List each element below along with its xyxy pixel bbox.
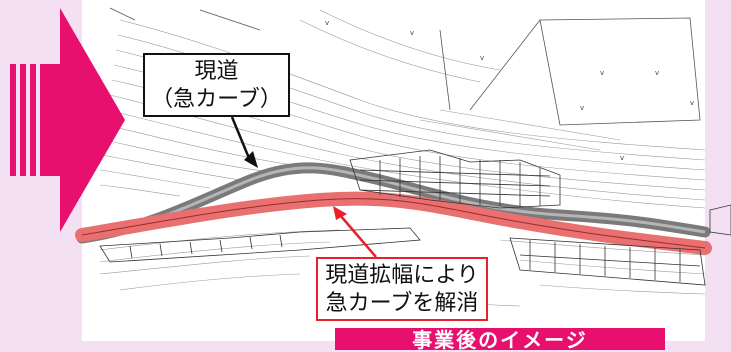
widening-label-line1: 現道拡幅により — [325, 263, 479, 288]
svg-text:v: v — [580, 104, 584, 112]
callout-pointers — [230, 116, 377, 258]
existing-road-callout: 現道 （急カーブ） — [143, 53, 290, 117]
widening-label-line2: 急カーブを解消 — [325, 291, 479, 316]
widening-callout: 現道拡幅により 急カーブを解消 — [316, 257, 488, 321]
svg-text:v: v — [325, 19, 329, 27]
embankment-hatching — [99, 149, 731, 286]
map-symbols: v v v v v v v v — [325, 19, 694, 162]
site-boundaries — [109, 7, 701, 126]
svg-text:v: v — [620, 154, 624, 162]
svg-text:v: v — [655, 69, 659, 77]
after-project-banner: 事業後のイメージ — [335, 328, 665, 352]
svg-text:v: v — [480, 54, 484, 62]
svg-text:v: v — [410, 29, 414, 37]
project-diagram: v v v v v v v v 現道 （急カーブ） 現道拡幅により 急カーブを解消 事業後… — [10, 0, 731, 352]
svg-text:v: v — [600, 69, 604, 77]
existing-road-sublabel: （急カーブ） — [151, 87, 282, 112]
existing-road-label: 現道 — [194, 59, 239, 84]
svg-text:v: v — [690, 99, 694, 107]
right-arrow-icon — [10, 8, 125, 232]
